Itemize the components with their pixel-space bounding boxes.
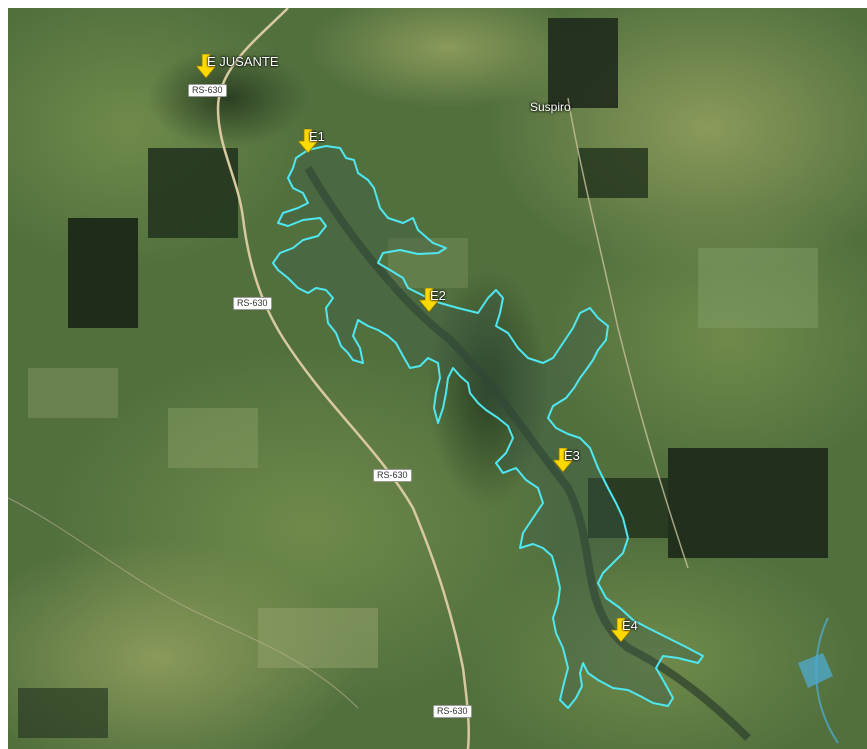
- place-label-suspiro: Suspiro: [530, 100, 571, 114]
- arrow-down-icon: [419, 288, 439, 312]
- station-marker-e4[interactable]: E4: [611, 618, 651, 658]
- arrow-down-icon: [196, 54, 216, 78]
- satellite-map[interactable]: Suspiro RS-630 RS-630 RS-630 RS-630 E JU…: [8, 8, 867, 749]
- road-label-rs630: RS-630: [233, 297, 272, 310]
- road-label-rs630: RS-630: [433, 705, 472, 718]
- station-label: E3: [564, 448, 580, 463]
- arrow-down-icon: [553, 448, 573, 472]
- arrow-down-icon: [611, 618, 631, 642]
- station-marker-e3[interactable]: E3: [553, 448, 593, 488]
- station-label: E2: [430, 288, 446, 303]
- map-terrain: [8, 8, 867, 749]
- station-label: E4: [622, 618, 638, 633]
- arrow-down-icon: [298, 129, 318, 153]
- station-marker-e1[interactable]: E1: [298, 129, 338, 169]
- reservoir-outline: [272, 145, 704, 709]
- station-label: E1: [309, 129, 325, 144]
- road-label-rs630: RS-630: [188, 84, 227, 97]
- station-marker-e2[interactable]: E2: [419, 288, 459, 328]
- station-label: E JUSANTE: [207, 54, 279, 69]
- road-label-rs630: RS-630: [373, 469, 412, 482]
- station-marker-e-jusante[interactable]: E JUSANTE: [196, 54, 279, 94]
